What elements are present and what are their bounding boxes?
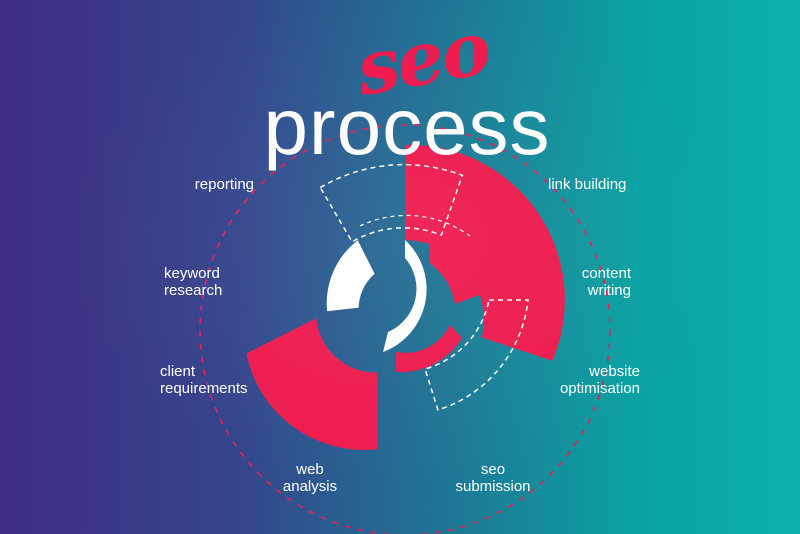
step-website-optimisation: website optimisation xyxy=(540,363,640,397)
step-reporting-line1: reporting xyxy=(194,176,254,193)
segment-large-right xyxy=(405,144,565,361)
dashed-segment-top xyxy=(319,163,464,243)
step-link-building-line1: link building xyxy=(548,176,627,193)
step-link-building: link building xyxy=(548,176,626,193)
segment-white-right xyxy=(383,240,427,352)
step-keyword-research-line2: research xyxy=(164,282,223,299)
step-reporting: reporting xyxy=(150,176,254,193)
step-keyword-research-line1: keyword xyxy=(164,265,220,282)
step-client-requirements-line2: requirements xyxy=(160,380,248,397)
segment-white-left xyxy=(326,240,375,312)
title-process: process xyxy=(263,82,551,171)
step-content-writing-line1: content xyxy=(581,265,631,282)
step-web-analysis-line2: analysis xyxy=(282,478,338,495)
step-seo-submission-line2: submission xyxy=(455,478,531,495)
step-content-writing-line2: writing xyxy=(587,282,631,299)
step-web-analysis: web analysis xyxy=(270,461,350,495)
outer-dashed-ring xyxy=(199,124,611,534)
dashed-segment-bottom-right xyxy=(424,299,529,411)
step-client-requirements: client requirements xyxy=(160,363,248,397)
segment-inner-bottom xyxy=(396,325,462,373)
step-client-requirements-line1: client xyxy=(160,363,196,380)
step-keyword-research: keyword research xyxy=(164,265,222,299)
step-web-analysis-line1: web xyxy=(296,461,324,478)
segment-inner-right xyxy=(430,235,482,304)
step-content-writing: content writing xyxy=(560,265,631,299)
step-seo-submission-line1: seo xyxy=(480,461,506,478)
segment-large-bottom-left xyxy=(246,318,378,450)
dashed-arc-inner xyxy=(359,214,471,237)
step-website-optimisation-line2: optimisation xyxy=(559,380,640,397)
step-website-optimisation-line1: website xyxy=(589,363,640,380)
step-seo-submission: seo submission xyxy=(448,461,538,495)
